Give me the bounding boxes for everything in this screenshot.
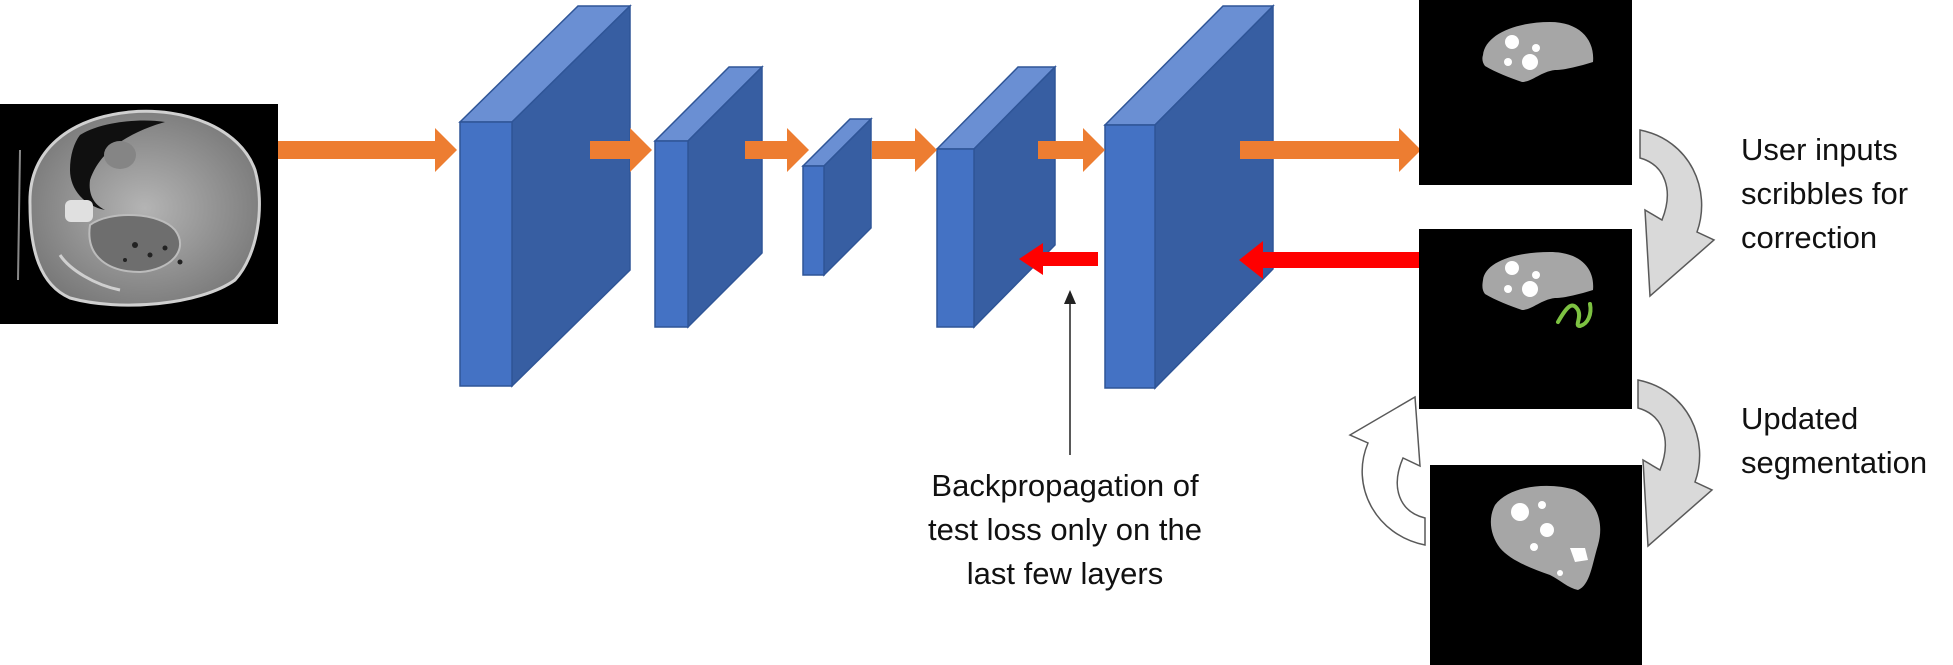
loop-arrow-scribble [1639, 129, 1716, 298]
forward-arrow-2 [590, 128, 652, 172]
forward-arrow-3 [745, 128, 809, 172]
layer-1 [458, 4, 632, 388]
backprop-label-line-3: last few layers [966, 556, 1164, 591]
segmentation-image-updated [1430, 465, 1642, 665]
loop-arrow-return [1348, 395, 1426, 546]
segmentation-image-scribbles [1419, 229, 1632, 409]
layer-4 [935, 65, 1057, 329]
loop-arrow-update [1637, 379, 1714, 548]
correction-scribble [1556, 302, 1593, 329]
scribble-label-line-3: correction [1741, 220, 1878, 255]
input-ct-image [0, 104, 278, 324]
forward-arrow-5 [1038, 128, 1105, 172]
backprop-label: Backpropagation of test loss only on the… [880, 464, 1250, 596]
forward-arrow-1 [278, 128, 457, 172]
scribble-label: User inputs scribbles for correction [1741, 128, 1908, 260]
forward-arrow-6 [1240, 128, 1421, 172]
segmentation-image-initial [1419, 0, 1632, 185]
backprop-label-line-2: test loss only on the [928, 512, 1202, 547]
backprop-label-line-1: Backpropagation of [931, 468, 1199, 503]
updated-label-line-1: Updated [1741, 401, 1859, 436]
forward-arrow-4 [872, 128, 937, 172]
scribble-label-line-1: User inputs [1741, 132, 1898, 167]
scribble-label-line-2: scribbles for [1741, 176, 1909, 211]
layer-3-bottleneck [801, 117, 873, 277]
backward-arrow-1 [1239, 241, 1419, 279]
updated-label-line-2: segmentation [1741, 445, 1928, 480]
updated-segmentation-label: Updated segmentation [1741, 397, 1927, 485]
backward-arrow-2 [1019, 243, 1098, 275]
layer-2 [653, 65, 764, 329]
backprop-pointer-arrow [1064, 290, 1076, 455]
layer-5 [1103, 4, 1275, 390]
